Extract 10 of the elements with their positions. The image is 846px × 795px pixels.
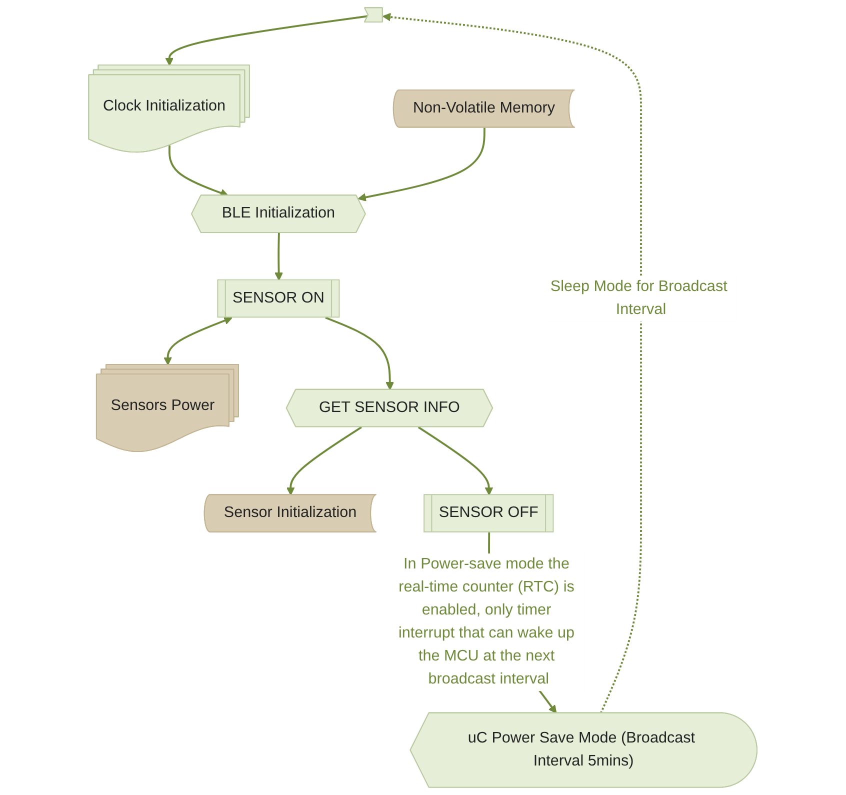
arrow	[168, 146, 229, 197]
arrow	[286, 426, 362, 496]
edge-label: In Power-save mode the real-time counter (RTC) is enabled, only timer interrupt that can wake up the MCU at the next broadcast interval	[398, 556, 575, 688]
arrow	[274, 232, 284, 281]
arrow	[325, 316, 394, 390]
arrow	[165, 15, 368, 66]
edge-label: Sleep Mode for Broadcast Interval	[550, 278, 728, 318]
arrow	[418, 426, 494, 496]
arrow	[164, 316, 233, 366]
arrow	[358, 128, 486, 202]
